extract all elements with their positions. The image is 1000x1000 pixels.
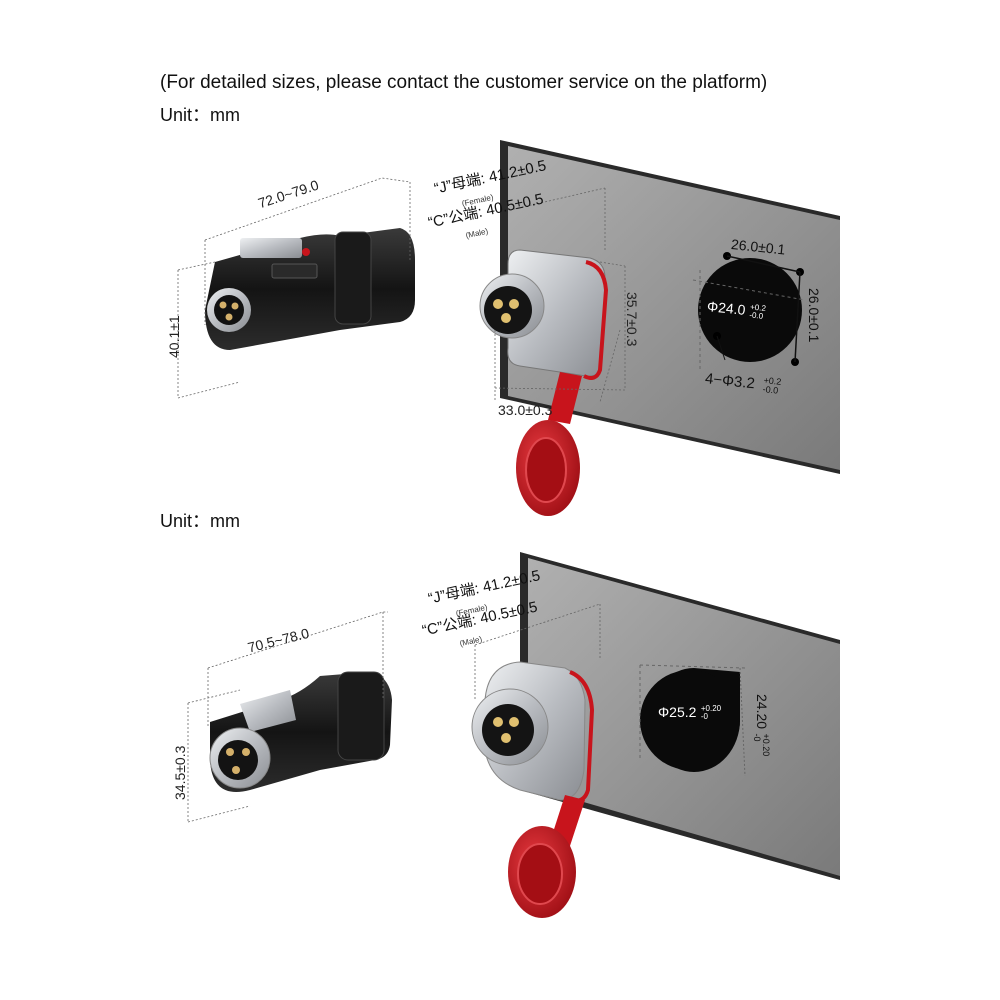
unit-label-bottom: Unit：mm (160, 511, 240, 531)
note-text: (For detailed sizes, please contact the … (160, 72, 768, 93)
male-sub-top: (Male) (464, 226, 489, 241)
socket-width-top: 33.0±0.3 (498, 402, 553, 418)
hole-diameter-tol-minus-bottom: -0 (700, 711, 708, 721)
flat-height-bottom: 24.20 +0.20 -0 (752, 694, 771, 757)
panel-cutout-bottom (639, 664, 746, 777)
panel-top (500, 140, 840, 474)
socket-top (479, 249, 609, 516)
plug-height-top: 40.1±1 (166, 315, 182, 358)
hole-diameter-value-top: Φ24.0 (706, 298, 747, 318)
flat-height-value-bottom: 24.20 (753, 694, 770, 730)
dimension-guides-bottom (187, 603, 601, 823)
male-sub-bottom: (Male) (458, 634, 483, 649)
unit-label-top: Unit：mm (160, 105, 240, 125)
plug-height-bottom: 34.5±0.3 (172, 745, 188, 800)
plug-top (205, 228, 415, 350)
hole-spacing-v-top: 26.0±0.1 (806, 288, 822, 343)
mount-tol-minus-top: -0.0 (762, 384, 779, 396)
socket-height-top: 35.7±0.3 (624, 292, 640, 347)
hole-diameter-tol-minus-top: -0.0 (748, 310, 764, 321)
flat-tol-plus-bottom: +0.20 (761, 733, 771, 757)
mount-holes-value-top: 4−Φ3.2 (704, 370, 756, 393)
plug-bottom (209, 671, 392, 792)
hole-diameter-tol-plus-bottom: +0.20 (700, 703, 722, 713)
socket-bottom (471, 661, 595, 918)
panel-cutout-top (692, 252, 806, 370)
dimension-guides-top (177, 177, 626, 403)
flat-tol-minus-bottom: -0 (752, 733, 762, 742)
hole-diameter-bottom: Φ25.2 +0.20 -0 (658, 704, 721, 722)
hole-diameter-value-bottom: Φ25.2 (658, 704, 697, 720)
